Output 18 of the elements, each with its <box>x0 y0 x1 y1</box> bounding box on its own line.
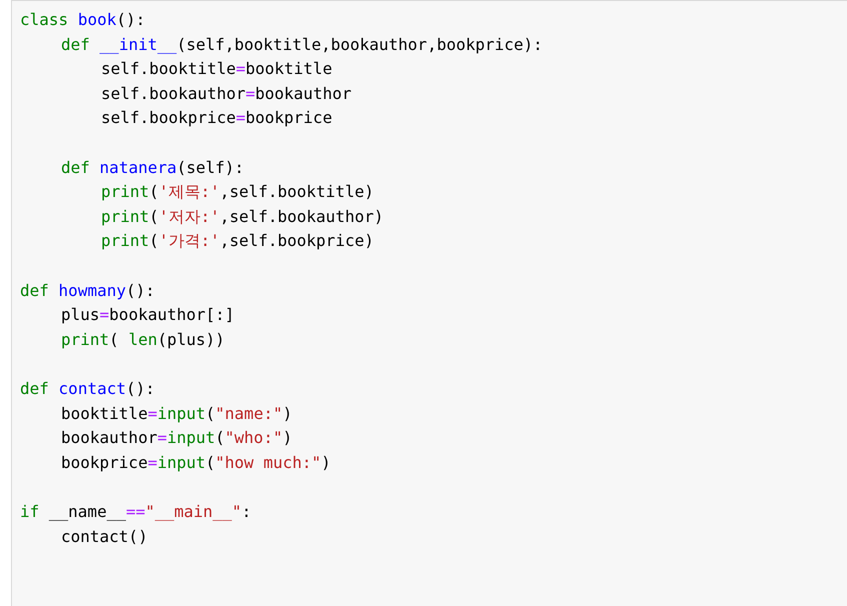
code-line: print('저자:',self.bookauthor) <box>101 206 384 227</box>
code-line: print('가격:',self.bookprice) <box>101 231 374 252</box>
code-line: plus=bookauthor[:] <box>61 305 234 326</box>
code-line: bookauthor=input("who:") <box>61 428 292 448</box>
code-line: def contact(): <box>20 379 155 399</box>
code-line: def natanera(self): <box>61 158 244 178</box>
code-line: if __name__=="__main__": <box>20 502 252 522</box>
code-line: print('제목:',self.booktitle) <box>101 182 374 202</box>
code-line: bookprice=input("how much:") <box>61 452 331 473</box>
code-line: print( len(plus)) <box>61 330 225 350</box>
code-line: def howmany(): <box>20 280 155 301</box>
code-line: self.bookprice=bookprice <box>101 108 332 128</box>
code-line: self.booktitle=booktitle <box>101 59 332 80</box>
code-line: booktitle=input("name:") <box>61 404 292 424</box>
code-line: def __init__(self,booktitle,bookauthor,bookprice): <box>61 34 543 55</box>
code-line: class book(): <box>20 10 146 30</box>
code-line: self.bookauthor=bookauthor <box>101 84 352 104</box>
code-line: contact() <box>61 526 148 547</box>
